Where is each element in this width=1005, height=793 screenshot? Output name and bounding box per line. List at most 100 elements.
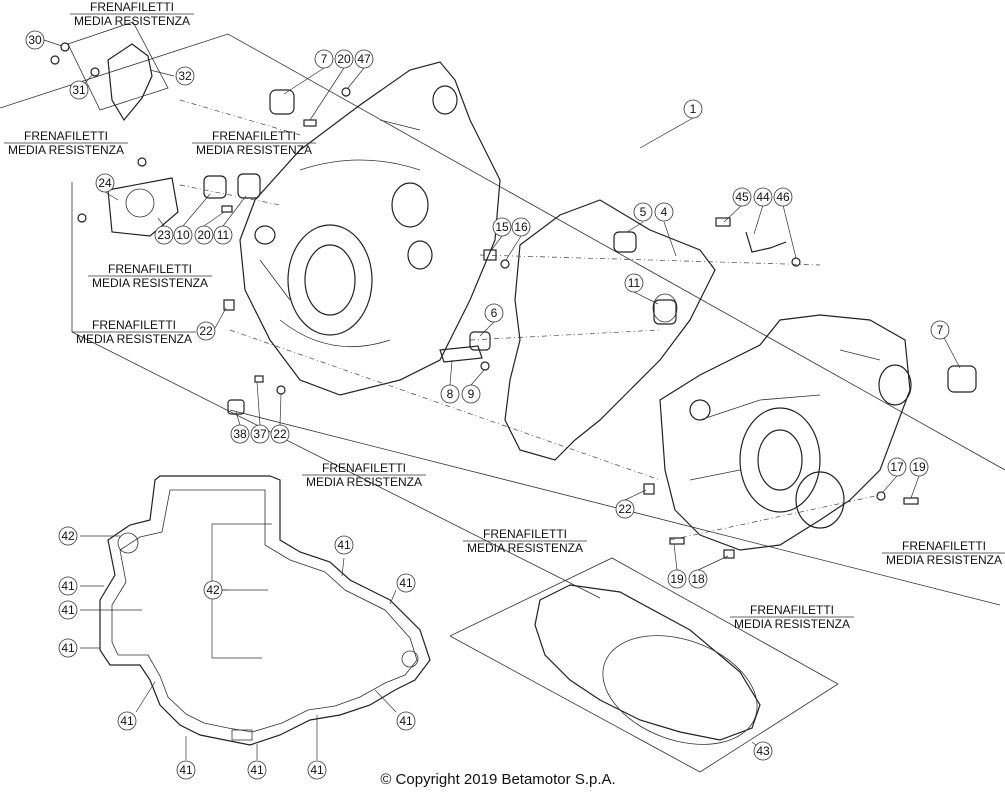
callout-5: 5: [633, 202, 653, 222]
centre-gasket: [504, 199, 716, 461]
callout-circle: [440, 384, 460, 404]
callout-19: 19: [909, 457, 929, 477]
callout-circle: [930, 320, 950, 340]
callout-41: 41: [58, 600, 78, 620]
callout-22: 22: [270, 424, 290, 444]
note-line-frenafiletti: FRENAFILETTI: [24, 129, 108, 143]
callout-number: 7: [937, 323, 944, 337]
callout-circle: [173, 225, 193, 245]
callout-32: 32: [175, 66, 195, 86]
callout-number: 47: [357, 52, 371, 66]
callout-circle: [909, 457, 929, 477]
callout-number: 38: [233, 427, 247, 441]
callout-circle: [154, 225, 174, 245]
callout-number: 11: [217, 228, 230, 242]
small-parts: [50, 42, 977, 559]
callout-number: 16: [514, 220, 528, 234]
callout-number: 41: [179, 763, 193, 777]
callout-41: 41: [396, 711, 416, 731]
callout-45: 45: [732, 187, 752, 207]
callout-44: 44: [753, 187, 773, 207]
callout-circle: [117, 711, 137, 731]
callout-number: 18: [691, 572, 705, 586]
callout-6: 6: [484, 303, 504, 323]
callout-number: 20: [197, 228, 211, 242]
callout-10: 10: [173, 225, 193, 245]
callout-circle: [396, 573, 416, 593]
note-line-frenafiletti: FRENAFILETTI: [92, 318, 176, 332]
callout-7: 7: [314, 49, 334, 69]
callout-number: 15: [495, 220, 509, 234]
callout-circle: [484, 303, 504, 323]
callout-17: 17: [887, 457, 907, 477]
note-line-frenafiletti: FRENAFILETTI: [108, 262, 192, 276]
callout-circle: [314, 49, 334, 69]
callout-number: 7: [321, 52, 328, 66]
note-line-frenafiletti: FRENAFILETTI: [90, 0, 174, 14]
callout-circle: [688, 569, 708, 589]
callout-4: 4: [654, 202, 674, 222]
callout-41: 41: [58, 576, 78, 596]
callout-number: 8: [447, 387, 454, 401]
callout-circle: [753, 741, 773, 761]
callout-circle: [194, 225, 214, 245]
callout-number: 45: [735, 190, 749, 204]
callout-number: 1: [690, 102, 697, 116]
callout-number: 30: [28, 33, 42, 47]
callout-circle: [334, 49, 354, 69]
callout-number: 19: [670, 572, 684, 586]
callout-circle: [250, 424, 270, 444]
callout-number: 42: [61, 529, 75, 543]
callout-circle: [667, 569, 687, 589]
callout-37: 37: [250, 424, 270, 444]
callout-number: 5: [640, 205, 647, 219]
callout-circle: [25, 30, 45, 50]
callout-circle: [396, 711, 416, 731]
leader-lines: [43, 39, 961, 760]
callout-circle: [334, 535, 354, 555]
callout-number: 41: [61, 603, 75, 617]
callout-circle: [354, 49, 374, 69]
note-line-media-resistenza: MEDIA RESISTENZA: [74, 14, 190, 28]
callout-20: 20: [194, 225, 214, 245]
callout-number: 9: [468, 387, 475, 401]
copyright-text: © Copyright 2019 Betamotor S.p.A.: [380, 771, 615, 788]
callout-circle: [95, 173, 115, 193]
note-line-frenafiletti: FRENAFILETTI: [902, 539, 986, 553]
callout-number: 44: [756, 190, 770, 204]
callout-circle: [753, 187, 773, 207]
callout-47: 47: [354, 49, 374, 69]
callout-31: 31: [69, 80, 89, 100]
callout-circle: [887, 457, 907, 477]
callout-number: 41: [61, 579, 75, 593]
callout-41: 41: [247, 760, 267, 780]
callout-11: 11: [624, 273, 644, 293]
callout-24: 24: [95, 173, 115, 193]
callout-number: 41: [310, 763, 324, 777]
note-line-frenafiletti: FRENAFILETTI: [322, 461, 406, 475]
callout-circle: [213, 225, 233, 245]
callout-number: 19: [912, 460, 926, 474]
callout-number: 37: [253, 427, 267, 441]
callout-number: 41: [250, 763, 264, 777]
note-line-media-resistenza: MEDIA RESISTENZA: [467, 541, 583, 555]
callout-19: 19: [667, 569, 687, 589]
callout-30: 30: [25, 30, 45, 50]
callout-circle: [196, 321, 216, 341]
note-line-media-resistenza: MEDIA RESISTENZA: [8, 143, 124, 157]
callout-number: 10: [176, 228, 190, 242]
note-line-media-resistenza: MEDIA RESISTENZA: [886, 553, 1002, 567]
callout-42: 42: [203, 580, 223, 600]
callout-circle: [633, 202, 653, 222]
note-line-media-resistenza: MEDIA RESISTENZA: [196, 143, 312, 157]
callout-circle: [492, 217, 512, 237]
callout-41: 41: [307, 760, 327, 780]
callout-20: 20: [334, 49, 354, 69]
